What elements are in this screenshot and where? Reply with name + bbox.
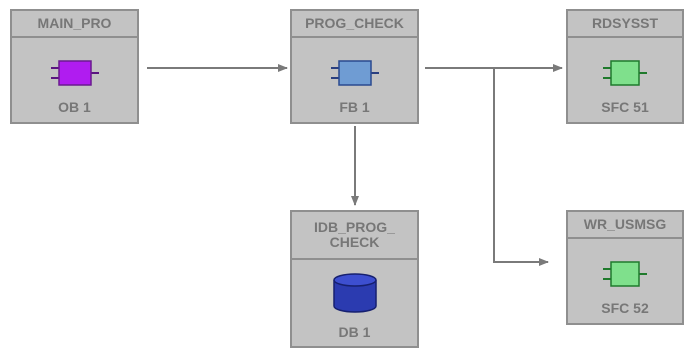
block-address: SFC 51 bbox=[601, 99, 649, 115]
block-name: RDSYSST bbox=[568, 11, 682, 38]
sfc-block-icon bbox=[603, 261, 647, 287]
block-address: DB 1 bbox=[338, 324, 371, 340]
block-name-text: IDB_PROG_ CHECK bbox=[314, 219, 395, 250]
edge-prog-to-wrusmsg bbox=[493, 68, 549, 266]
db-block-icon bbox=[332, 273, 377, 313]
block-name: PROG_CHECK bbox=[292, 11, 417, 38]
sfc-block-icon bbox=[603, 60, 647, 86]
block-prog-check[interactable]: PROG_CHECK FB 1 bbox=[290, 9, 419, 124]
block-name: IDB_PROG_ CHECK bbox=[292, 212, 417, 260]
block-idb-prog-check[interactable]: IDB_PROG_ CHECK DB 1 bbox=[290, 210, 419, 348]
block-main-pro[interactable]: MAIN_PRO OB 1 bbox=[10, 9, 139, 124]
block-address: OB 1 bbox=[58, 99, 91, 115]
block-name: WR_USMSG bbox=[568, 212, 682, 239]
block-wr-usmsg[interactable]: WR_USMSG SFC 52 bbox=[566, 210, 684, 325]
call-connectors bbox=[147, 64, 563, 266]
block-name: MAIN_PRO bbox=[12, 11, 137, 38]
ob-block-icon bbox=[50, 60, 99, 86]
block-address: SFC 52 bbox=[601, 300, 649, 316]
block-rdsysst[interactable]: RDSYSST SFC 51 bbox=[566, 9, 684, 124]
fb-block-icon bbox=[330, 60, 379, 86]
block-address: FB 1 bbox=[339, 99, 370, 115]
